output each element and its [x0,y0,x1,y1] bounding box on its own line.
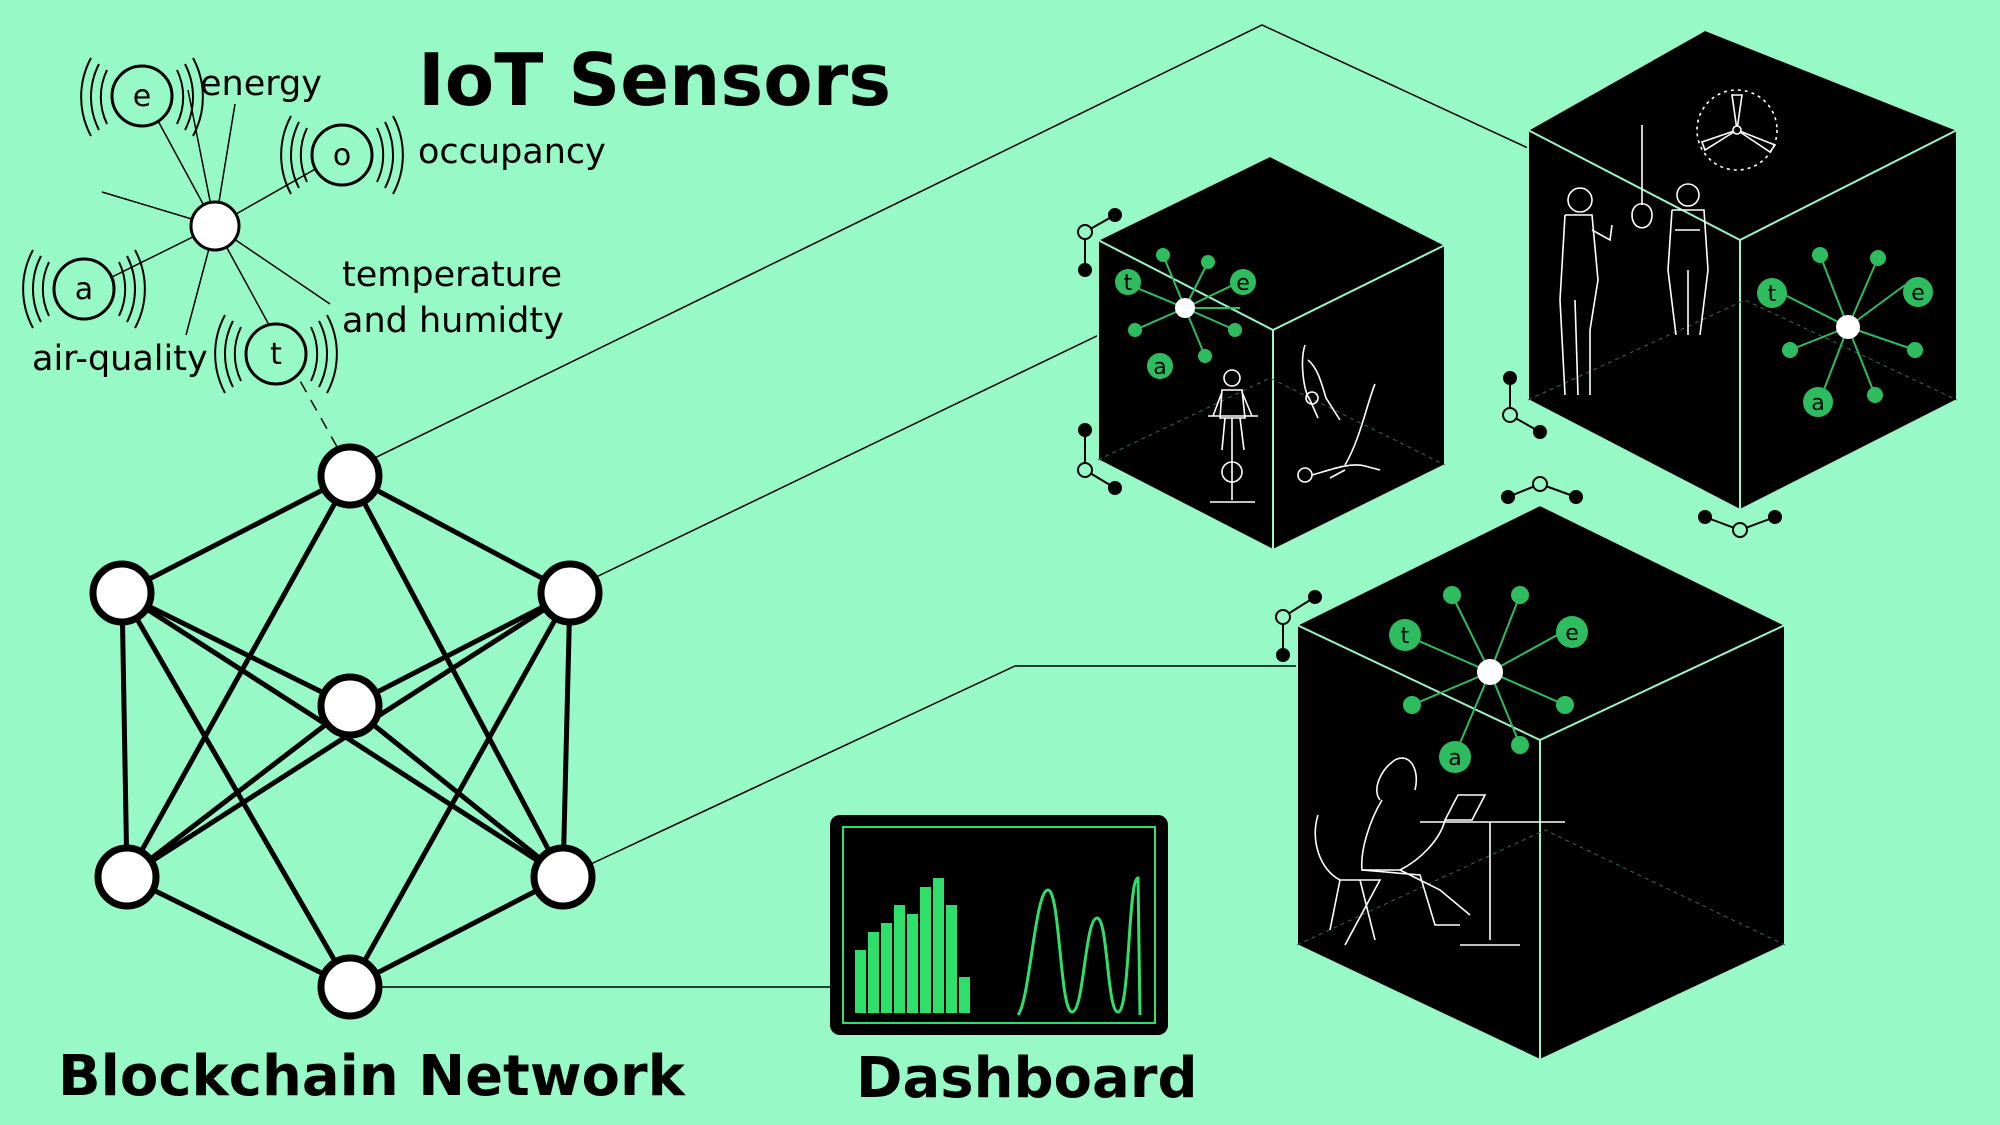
connector-lines [349,24,1529,988]
occupancy-sensor-letter: o [333,138,351,173]
network-node [537,560,603,626]
network-node [317,954,383,1020]
person-icon [1314,757,1471,946]
gym-sensor-e: e [1236,271,1250,296]
office-sensor-t: t [1401,624,1410,649]
dashboard-wave-line [1016,876,1142,1016]
room-cube-office: t e a [1296,503,1786,1062]
molecule-decor [1077,208,1782,662]
lounge-sensor-t: t [1768,282,1777,307]
room-cube-lounge: t e a [1527,28,1958,512]
person-icon [1559,183,1709,396]
network-node [317,443,383,509]
occupancy-label: occupancy [418,132,606,172]
network-node [94,844,160,910]
air-quality-label: air-quality [32,339,208,379]
temperature-sensor-icon [214,314,338,394]
dashboard-bar [894,905,905,1013]
dashboard-bar [959,977,970,1013]
network-node [530,844,596,910]
temperature-sensor-letter: t [270,337,282,372]
person-icon [1297,344,1381,483]
dashboard-bar [946,905,957,1013]
dashboard-bar [920,887,931,1013]
blockchain-network-label: Blockchain Network [58,1044,687,1109]
air-quality-sensor-icon [22,249,146,329]
dashboard-bar [933,878,944,1013]
link-to-office-room [562,665,1300,878]
lamp-icon [1631,125,1653,229]
person-icon [1208,369,1258,503]
laptop-icon [1420,794,1565,946]
dashboard-bar-chart [855,878,970,1013]
fan-icon [1696,89,1778,171]
office-sensor-e: e [1565,621,1579,646]
energy-sensor-icon [80,57,204,137]
energy-label: energy [200,64,322,104]
dashboard-panel [830,815,1168,1035]
dashboard-bar [855,950,866,1013]
temperature-label-line1: temperature [342,255,562,295]
gym-sensor-a: a [1153,355,1166,380]
sensor-hub [101,89,341,346]
network-node [317,673,383,739]
office-sensor-a: a [1448,746,1461,771]
lounge-sensor-e: e [1911,281,1925,306]
link-to-gym-room [562,332,1104,594]
link-to-top-right-room [349,24,1529,471]
dashboard-bar [881,923,892,1013]
gym-sensor-t: t [1124,271,1133,296]
dashboard-bar [907,914,918,1013]
dashboard-bar [868,932,879,1013]
occupancy-sensor-icon [280,115,404,195]
dashboard-label: Dashboard [856,1046,1198,1111]
temperature-label-line2: and humidty [342,301,564,341]
air-quality-sensor-letter: a [75,272,93,307]
lounge-sensor-a: a [1811,391,1824,416]
room-cube-gym: t e a [1097,154,1446,552]
network-node [89,560,155,626]
page-title: IoT Sensors [418,38,891,122]
energy-sensor-letter: e [133,79,151,114]
